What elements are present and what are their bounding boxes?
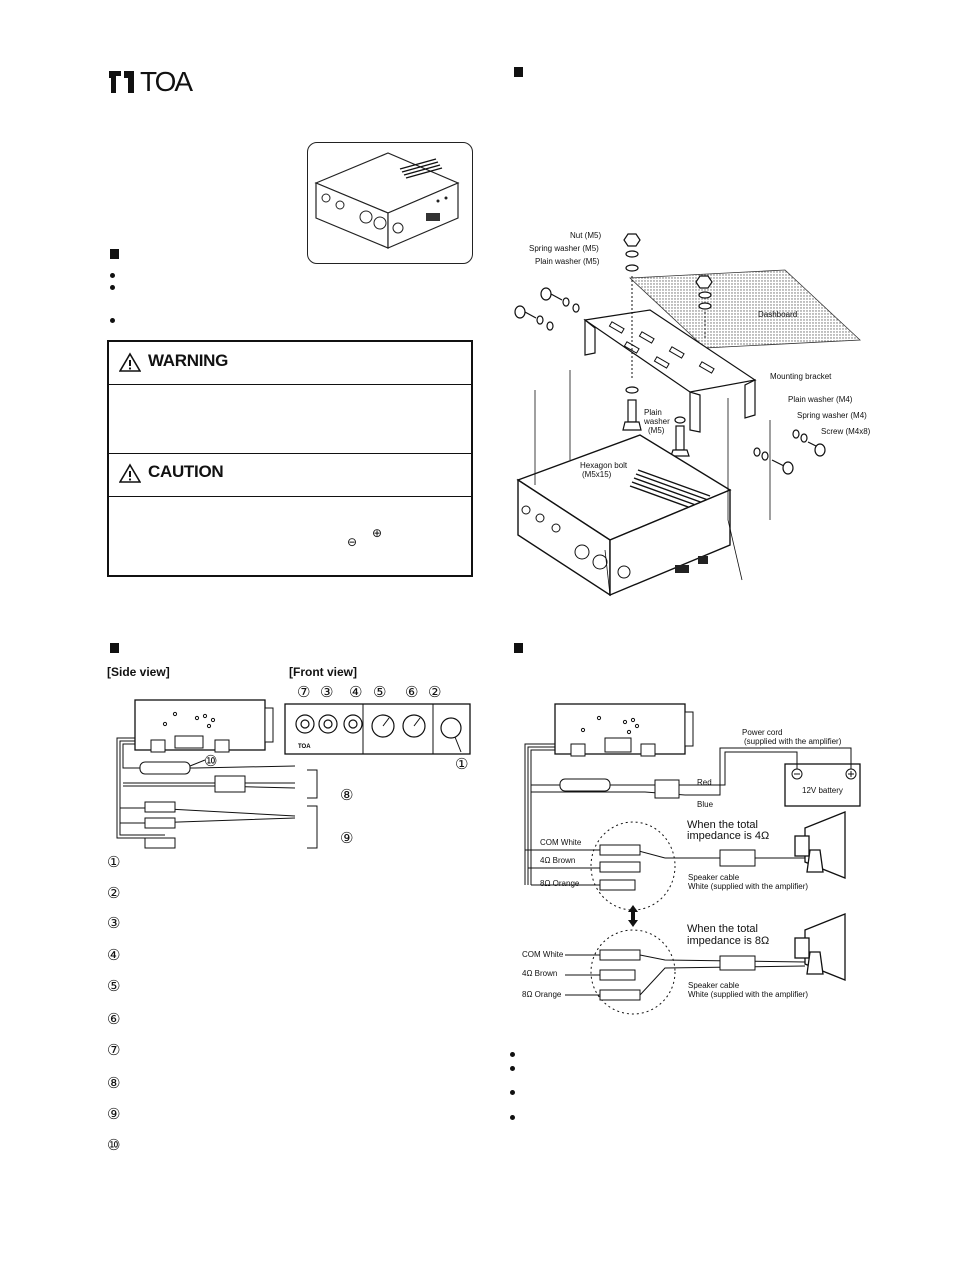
label-nut-m5: Nut (M5) [570, 231, 602, 240]
label-spring-washer-m4: Spring washer (M4) [797, 411, 867, 420]
label-washer: washer [644, 417, 670, 426]
bullet [510, 1052, 515, 1057]
callout-6: ⑥ [405, 683, 419, 701]
section-marker [514, 67, 523, 77]
label-com-white-2: COM White [522, 950, 564, 959]
label-plain: Plain [644, 408, 662, 417]
front-view-logo: TOA [298, 744, 311, 750]
toa-logo-mark-icon [109, 71, 134, 93]
caution-title: CAUTION [148, 462, 224, 481]
label-8-ohm-orange: 8Ω Orange [540, 879, 580, 888]
logo-text: TOA [140, 66, 193, 97]
label-mounting-bracket: Mounting bracket [770, 372, 832, 381]
label-com-white: COM White [540, 838, 582, 847]
callout-2: ② [428, 683, 442, 701]
front-view-label: [Front view] [289, 665, 357, 679]
wiring-diagram [524, 703, 861, 1015]
label-8-ohm-orange-2: 8Ω Orange [522, 990, 562, 999]
section-marker [110, 249, 119, 259]
label-4-ohm-brown: 4Ω Brown [540, 856, 576, 865]
label-screw-m4x8: Screw (M4x8) [821, 427, 871, 436]
callout-3: ③ [320, 683, 334, 701]
list-number-6: ⑥ [107, 1010, 121, 1028]
caution-triangle-icon [119, 463, 141, 483]
polarity-minus-symbol: ⊖ [347, 535, 358, 549]
product-image [307, 142, 473, 264]
list-number-4: ④ [107, 946, 121, 964]
section-marker [514, 643, 523, 653]
polarity-plus-symbol: ⊕ [372, 526, 383, 540]
callout-8: ⑧ [340, 786, 354, 804]
label-hexagon-bolt-size: (M5x15) [582, 470, 612, 479]
bullet [110, 273, 115, 278]
label-hexagon-bolt: Hexagon bolt [580, 461, 628, 470]
caution-header: CAUTION [109, 453, 471, 497]
label-blue: Blue [697, 800, 714, 809]
list-number-3: ③ [107, 914, 121, 932]
label-total-4-line2: impedance is 4Ω [687, 830, 770, 842]
label-red: Red [697, 778, 712, 787]
front-view-diagram: TOA [284, 703, 471, 755]
list-number-9: ⑨ [107, 1105, 121, 1123]
bullet [510, 1090, 515, 1095]
warning-title: WARNING [148, 351, 229, 370]
label-4-ohm-brown-2: 4Ω Brown [522, 969, 558, 978]
label-plain-washer-m5: Plain washer (M5) [535, 257, 600, 266]
list-number-2: ② [107, 884, 121, 902]
list-number-10: ⑩ [107, 1136, 121, 1154]
label-dashboard: Dashboard [758, 310, 798, 319]
bullet [110, 318, 115, 323]
side-view-label: [Side view] [107, 665, 170, 679]
callout-1: ① [455, 755, 469, 773]
callout-10: ⑩ [204, 752, 218, 770]
label-plain-washer-m4: Plain washer (M4) [788, 395, 853, 404]
label-speaker-cable-1: Speaker cable [688, 873, 740, 882]
mounting-diagram [514, 233, 861, 597]
label-spring-washer-m5: Spring washer (M5) [529, 244, 599, 253]
warning-caution-box: WARNING CAUTION ⊖ ⊕ [107, 340, 473, 577]
list-number-7: ⑦ [107, 1041, 121, 1059]
callout-brackets [307, 769, 318, 849]
callout-9: ⑨ [340, 829, 354, 847]
label-power-cord: Power cord [742, 728, 783, 737]
label-m5: (M5) [648, 426, 665, 435]
toa-logo: TOA [107, 66, 207, 97]
bullet [510, 1066, 515, 1071]
label-total-8-line1: When the total [687, 923, 758, 935]
label-power-cord-note: (supplied with the amplifier) [744, 737, 842, 746]
bullet [110, 285, 115, 290]
label-total-8-line2: impedance is 8Ω [687, 935, 770, 947]
list-number-8: ⑧ [107, 1074, 121, 1092]
bullet [510, 1115, 515, 1120]
callout-4: ④ [349, 683, 363, 701]
list-number-5: ⑤ [107, 977, 121, 995]
callout-7: ⑦ [297, 683, 311, 701]
label-speaker-cable-2: Speaker cable [688, 981, 740, 990]
warning-triangle-icon [119, 352, 141, 372]
label-12v-battery: 12V battery [802, 786, 843, 795]
list-number-1: ① [107, 853, 121, 871]
label-speaker-cable-note-2: White (supplied with the amplifier) [688, 990, 809, 999]
label-total-4-line1: When the total [687, 819, 758, 831]
side-view-diagram [116, 699, 296, 849]
callout-5: ⑤ [373, 683, 387, 701]
warning-header: WARNING [109, 342, 471, 385]
section-marker [110, 643, 119, 653]
label-speaker-cable-note-1: White (supplied with the amplifier) [688, 882, 809, 891]
